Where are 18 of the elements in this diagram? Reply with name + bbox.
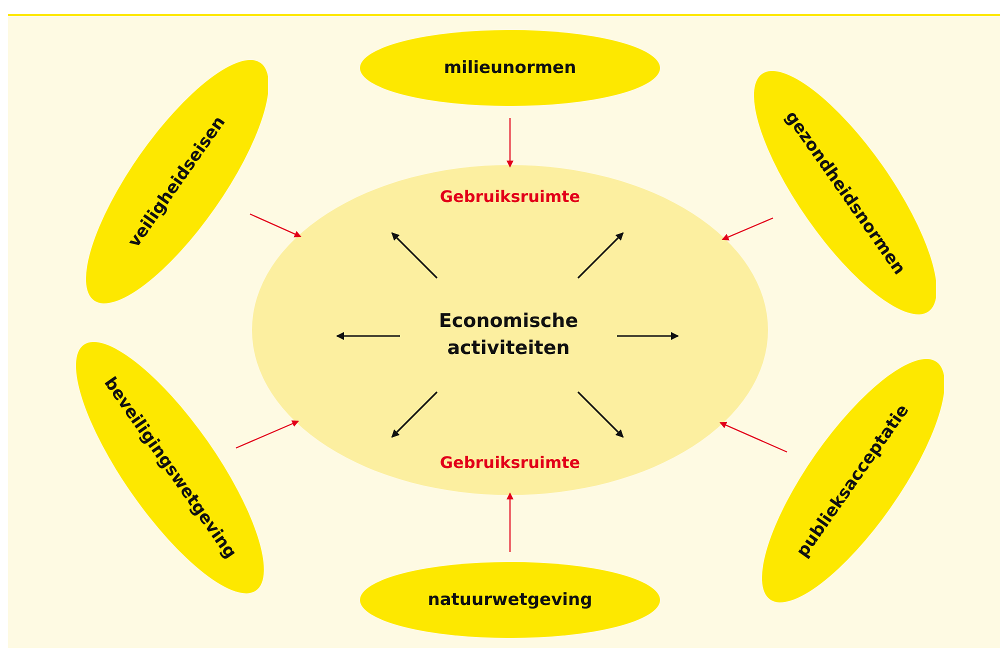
arrow xyxy=(722,217,774,240)
arrow xyxy=(719,422,788,453)
ellipse-shape xyxy=(360,30,660,106)
arrow xyxy=(236,420,300,449)
ellipse-shape xyxy=(754,71,936,315)
ellipse-shape xyxy=(76,342,264,594)
center-label: Economische activiteiten xyxy=(400,278,617,392)
ellipse-label: natuurwetgeving xyxy=(428,590,592,610)
area-label: Gebruiksruimte xyxy=(440,453,580,472)
arrow xyxy=(506,118,514,168)
ellipse-label: milieunormen xyxy=(444,58,576,78)
arrow xyxy=(506,492,514,552)
ellipse-shape xyxy=(252,165,768,495)
arrow xyxy=(250,213,302,238)
area-label: Gebruiksruimte xyxy=(440,187,580,206)
ellipse-shape xyxy=(360,562,660,638)
ellipse-shape xyxy=(762,359,944,603)
ellipse-shape xyxy=(86,60,268,304)
